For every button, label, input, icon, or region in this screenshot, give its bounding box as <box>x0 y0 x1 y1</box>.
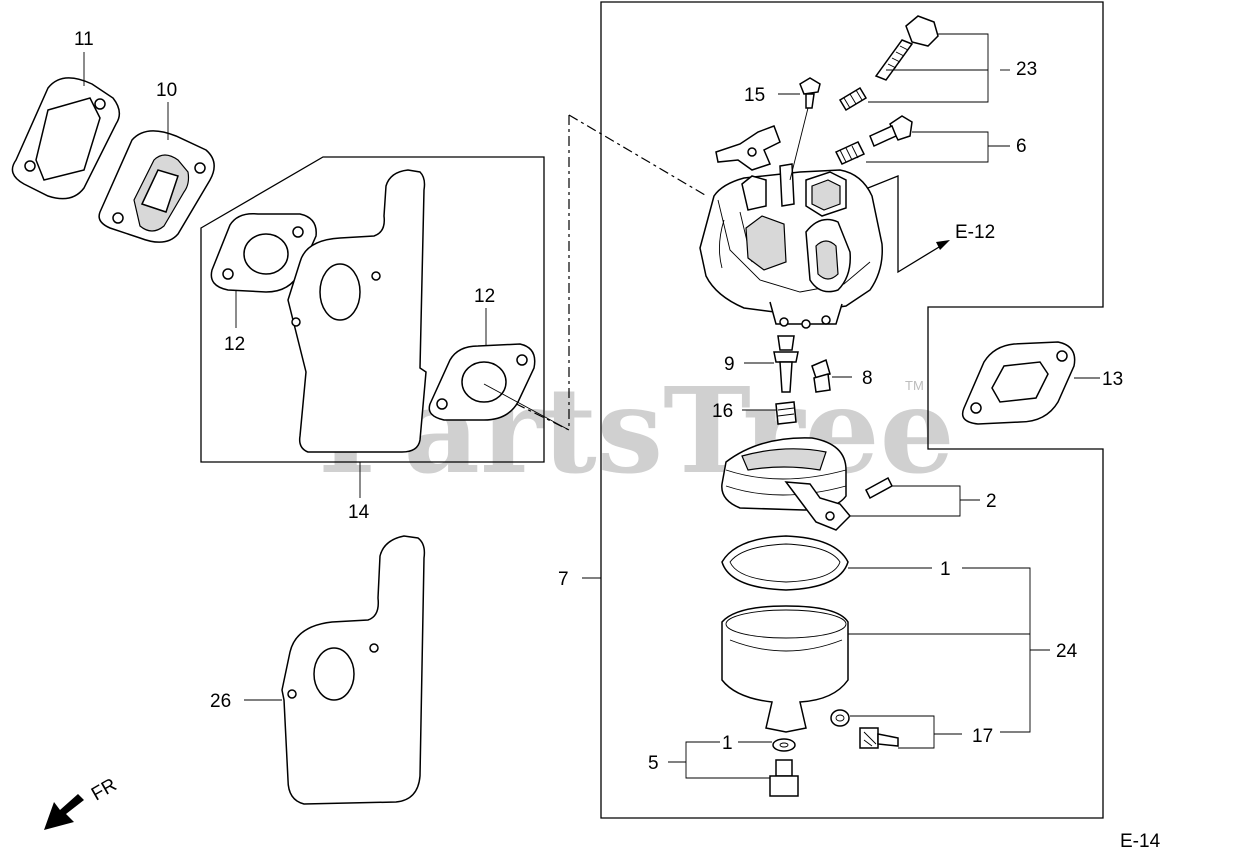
gasket-12-left-icon[interactable] <box>210 212 317 293</box>
page-code: E-14 <box>1120 831 1161 852</box>
insulator-10-icon[interactable] <box>98 130 215 243</box>
bowl-bolt-5-icon[interactable] <box>769 738 799 797</box>
arrow-down-left-icon <box>44 794 84 830</box>
callout-12-left: 12 <box>224 334 245 355</box>
reference-leader <box>867 175 945 274</box>
callout-7: 7 <box>558 569 569 590</box>
direction-label: FR <box>88 774 120 805</box>
nozzle-8-icon[interactable] <box>811 358 831 393</box>
float-icon[interactable] <box>721 437 852 531</box>
screw-15-icon[interactable] <box>799 77 821 109</box>
callout-13: 13 <box>1102 369 1123 390</box>
pilot-screw-23-icon[interactable] <box>838 15 939 112</box>
leader-lines <box>83 33 1100 779</box>
callout-26: 26 <box>210 691 231 712</box>
callout-8: 8 <box>862 368 873 389</box>
gasket-11-icon[interactable] <box>11 77 121 200</box>
heat-shield-14-icon[interactable] <box>287 169 427 453</box>
callout-6: 6 <box>1016 136 1027 157</box>
callout-10: 10 <box>156 80 177 101</box>
callout-2: 2 <box>986 491 997 512</box>
throttle-screw-6-icon[interactable] <box>834 115 913 165</box>
callout-9: 9 <box>724 354 735 375</box>
alignment-guide-top <box>568 114 706 196</box>
jet-16-icon[interactable] <box>775 401 797 425</box>
gasket-13-icon[interactable] <box>961 341 1076 425</box>
float-bowl-icon[interactable] <box>721 605 849 733</box>
callout-23: 23 <box>1016 59 1037 80</box>
insulator-kit-frame <box>200 156 545 463</box>
callout-17: 17 <box>972 726 993 747</box>
watermark-trademark: TM <box>905 378 924 393</box>
callout-15: 15 <box>744 85 765 106</box>
callout-14: 14 <box>348 502 370 523</box>
reference-e12-label[interactable]: E-12 <box>955 222 995 243</box>
callout-1-upper: 1 <box>940 559 951 580</box>
callout-5: 5 <box>648 753 659 774</box>
reference-arrowhead-icon <box>936 240 950 250</box>
drain-bolt-17-icon[interactable] <box>830 709 899 749</box>
carburetor-assembly-frame <box>600 1 1104 819</box>
gasket-12-right-icon[interactable] <box>428 343 536 421</box>
carburetor-body-icon[interactable] <box>699 125 883 329</box>
o-ring-1-icon[interactable] <box>721 535 849 591</box>
callout-12-right: 12 <box>474 286 495 307</box>
main-jet-9-icon[interactable] <box>773 335 799 393</box>
callout-16: 16 <box>712 401 733 422</box>
callout-24: 24 <box>1056 641 1078 662</box>
heat-shield-26-icon[interactable] <box>281 535 426 805</box>
callout-11: 11 <box>74 29 94 50</box>
callout-1-lower: 1 <box>722 733 733 754</box>
